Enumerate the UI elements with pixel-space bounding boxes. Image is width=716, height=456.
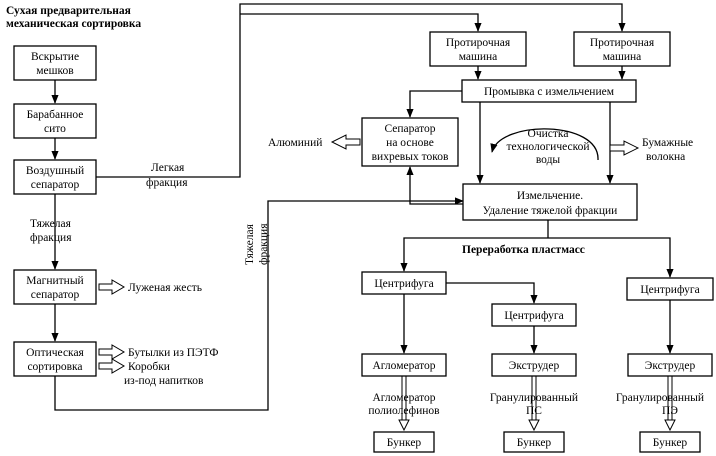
box-drum-screen-line1: Барабанное — [27, 109, 84, 121]
box-centrifuge-3: Центрифуга — [626, 277, 714, 301]
label-granulated-pe-line1: Гранулированный — [616, 392, 704, 404]
label-water-treatment-line1: Очистка — [528, 128, 569, 140]
box-shredding-heavy-line1: Измельчение. — [517, 190, 583, 202]
box-friction-machine-2: Протирочная машина — [573, 31, 671, 67]
hollow-arrow-drink-cartons — [98, 358, 125, 374]
box-extruder-1-line1: Экструдер — [509, 360, 560, 372]
box-bag-opening-line2: мешков — [36, 65, 74, 77]
label-agglomerate-line2: полиолефинов — [368, 405, 440, 417]
box-bunker-2-line1: Бункер — [517, 437, 552, 449]
label-granulated-ps-line1: Гранулированный — [490, 392, 578, 404]
box-bunker-3-line1: Бункер — [653, 437, 688, 449]
hollow-arrow-granulated-pe — [664, 376, 676, 432]
box-centrifuge-1-line1: Центрифуга — [374, 278, 433, 290]
label-heavy-fraction-left-line1: Тяжелая — [30, 218, 72, 230]
box-optical-sorting-line1: Оптическая — [26, 347, 84, 359]
hollow-arrow-pet-bottles — [98, 344, 125, 360]
label-granulated-ps-line2: ПС — [526, 405, 542, 417]
box-centrifuge-3-line1: Центрифуга — [640, 284, 699, 296]
box-optical-sorting: Оптическая сортировка — [13, 341, 97, 377]
diagram-title-line1: Сухая предварительная — [6, 5, 131, 17]
box-eddy-separator-line1: Сепаратор — [384, 123, 435, 135]
arrow-centrifuge-1-to-2 — [446, 282, 538, 304]
label-light-fraction-line1: Легкая — [151, 162, 185, 174]
label-tinned-iron: Луженая жесть — [128, 282, 202, 294]
label-heavy-fraction-right-line2: фракция — [258, 223, 270, 265]
label-heavy-fraction-right-line1: Тяжелая — [244, 223, 256, 265]
label-granulated-pe-line2: ПЭ — [662, 405, 678, 417]
label-paper-fibers-line1: Бумажные — [642, 137, 693, 149]
flow-light-fraction-to-friction-1 — [240, 13, 482, 32]
hollow-arrow-granulated-ps — [528, 376, 540, 432]
flow-light-fraction-to-friction-2 — [96, 3, 626, 178]
label-heavy-fraction-left-line2: фракция — [30, 232, 72, 244]
arrow-to-centrifuge-3 — [548, 237, 674, 278]
box-centrifuge-2-line1: Центрифуга — [504, 310, 563, 322]
label-aluminium: Алюминий — [268, 137, 322, 149]
box-bunker-2: Бункер — [503, 431, 565, 453]
box-eddy-separator-line2: на основе — [386, 137, 434, 149]
box-friction-machine-1-line2: машина — [459, 51, 498, 63]
box-bag-opening-line1: Вскрытие — [31, 51, 79, 63]
hollow-arrow-tinned-iron — [98, 279, 125, 295]
box-bunker-1-line1: Бункер — [387, 437, 422, 449]
label-drink-cartons-line1: Коробки — [128, 361, 170, 373]
label-agglomerate-line1: Агломератор — [372, 392, 435, 404]
label-paper-fibers-line2: волокна — [646, 151, 685, 163]
box-magnetic-separator-line2: сепаратор — [31, 289, 80, 301]
arrow-shredding-to-eddy — [406, 166, 463, 205]
box-friction-machine-2-line1: Протирочная — [590, 37, 655, 49]
box-bunker-1: Бункер — [373, 431, 435, 453]
label-plastics-processing: Переработка пластмасс — [462, 244, 585, 256]
arrow-to-centrifuge-1 — [400, 237, 548, 272]
flow-heavy-fraction-to-shredding — [54, 197, 464, 411]
box-agglomerator-line1: Агломератор — [372, 360, 435, 372]
box-air-separator-line1: Воздушный — [26, 165, 84, 177]
box-eddy-separator: Сепаратор на основе вихревых токов — [361, 117, 459, 167]
label-pet-bottles: Бутылки из ПЭТФ — [128, 347, 219, 359]
box-magnetic-separator-line1: Магнитный — [26, 275, 83, 287]
label-drink-cartons-line2: из-под напитков — [124, 375, 204, 387]
box-drum-screen: Барабанное сито — [13, 103, 97, 139]
box-shredding-heavy-line2: Удаление тяжелой фракции — [483, 205, 618, 217]
box-centrifuge-2: Центрифуга — [491, 303, 577, 327]
diagram-title-line2: механическая сортировка — [6, 18, 141, 30]
box-optical-sorting-line2: сортировка — [27, 361, 82, 373]
arrow-washing-to-eddy — [406, 90, 462, 118]
hollow-arrow-agglomerate — [398, 376, 410, 432]
label-water-treatment-line2: технологической — [506, 141, 589, 153]
box-eddy-separator-line3: вихревых токов — [372, 151, 449, 163]
water-treatment-loop — [490, 128, 599, 161]
label-light-fraction-line2: фракция — [146, 177, 188, 189]
box-agglomerator: Агломератор — [361, 353, 447, 377]
box-washing-shredding: Промывка с измельчением — [461, 79, 637, 103]
box-extruder-2-line1: Экструдер — [645, 360, 696, 372]
box-shredding-heavy: Измельчение. Удаление тяжелой фракции — [462, 183, 638, 221]
hollow-arrow-aluminium — [330, 134, 361, 150]
box-extruder-2: Экструдер — [627, 353, 713, 377]
box-air-separator-line2: сепаратор — [31, 179, 80, 191]
box-air-separator: Воздушный сепаратор — [13, 159, 97, 195]
box-extruder-1: Экструдер — [491, 353, 577, 377]
box-friction-machine-1-line1: Протирочная — [446, 37, 511, 49]
label-water-treatment-line3: воды — [536, 154, 561, 166]
box-centrifuge-1: Центрифуга — [361, 271, 447, 295]
box-washing-shredding-line1: Промывка с измельчением — [484, 86, 615, 98]
box-friction-machine-1: Протирочная машина — [429, 31, 527, 67]
box-magnetic-separator: Магнитный сепаратор — [13, 269, 97, 305]
box-drum-screen-line2: сито — [44, 123, 66, 135]
box-bag-opening: Вскрытие мешков — [13, 45, 97, 81]
box-bunker-3: Бункер — [639, 431, 701, 453]
hollow-arrow-paper-fibers — [609, 140, 640, 156]
box-friction-machine-2-line2: машина — [603, 51, 642, 63]
